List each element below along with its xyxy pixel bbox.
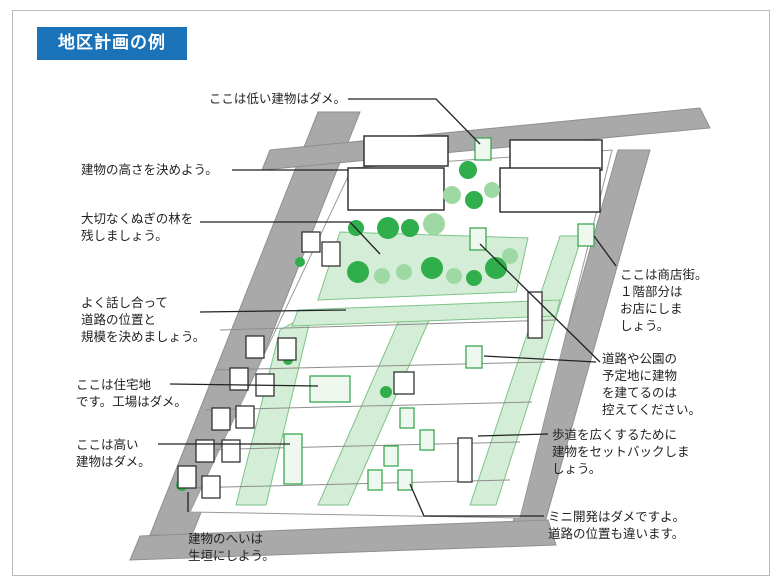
leader-mini-dev: [409, 483, 544, 517]
houses: [177, 231, 543, 499]
road-south: [129, 519, 557, 561]
figure-title: 地区計画の例: [37, 27, 187, 60]
leader-lines: [158, 98, 617, 517]
label-shopping: ここは商店街。 １階部分は お店にしま しょう。: [620, 267, 708, 333]
leader-low-buildings: [348, 98, 481, 145]
leader-residential: [169, 383, 319, 387]
label-mini-dev: ミニ開発はダメですよ。 道路の位置も違います。: [548, 509, 686, 541]
trees: [176, 161, 518, 491]
label-planned: 道路や公園の 予定地に建物 を建てるのは 控えてください。: [602, 351, 702, 417]
apartment-2: [347, 167, 445, 211]
leader-setback: [477, 433, 549, 437]
label-forest: 大切なくぬぎの林を 残しましょう。: [81, 211, 194, 243]
label-residential: ここは住宅地 です。工場はダメ。: [76, 377, 187, 409]
apartment-1: [363, 135, 449, 167]
leader-forest: [200, 221, 381, 255]
label-setback: 歩道を広くするために 建物をセットバックしま しょう。: [552, 427, 690, 476]
label-roads: よく話し合って 道路の位置と 規模を決めましょう。: [81, 295, 206, 344]
label-low-buildings: ここは低い建物はダメ。: [208, 91, 346, 106]
figure-frame: [12, 10, 770, 576]
label-high-buildings: ここは高い 建物はダメ。: [76, 437, 151, 469]
leader-planned-b: [483, 355, 597, 363]
apartment-buildings: [347, 135, 603, 213]
planned-houses: [283, 137, 595, 491]
apartment-3: [509, 139, 603, 171]
label-hedge: 建物のへいは 生垣にしよう。: [188, 531, 275, 563]
apartment-4: [499, 167, 601, 213]
greenway-road: [291, 299, 561, 327]
leader-roads: [199, 309, 347, 313]
leader-planned-a: [479, 243, 601, 363]
leader-shopping: [593, 235, 617, 267]
label-building-height: 建物の高さを決めよう。: [81, 162, 218, 177]
